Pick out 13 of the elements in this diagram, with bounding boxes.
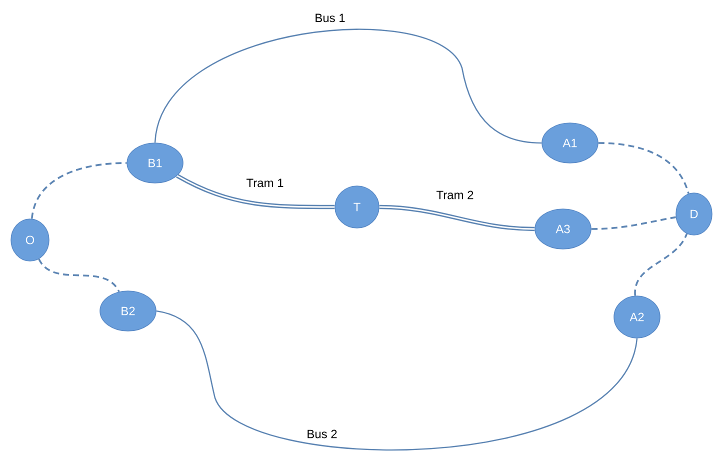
tram-line	[176, 174, 335, 210]
edge-label: Tram 2	[435, 190, 475, 200]
bus-line	[154, 29, 542, 144]
dashed-connector	[598, 142, 690, 194]
tram-line	[379, 204, 535, 232]
dashed-connector	[38, 258, 120, 292]
edge-label: Bus 1	[314, 12, 346, 24]
dashed-connector	[591, 216, 676, 230]
dashed-connector	[634, 233, 688, 296]
bus-line	[156, 310, 638, 451]
dashed-connector	[30, 162, 127, 219]
edge-label: Bus 2	[306, 428, 338, 440]
edge-label: Tram 1	[245, 178, 285, 188]
